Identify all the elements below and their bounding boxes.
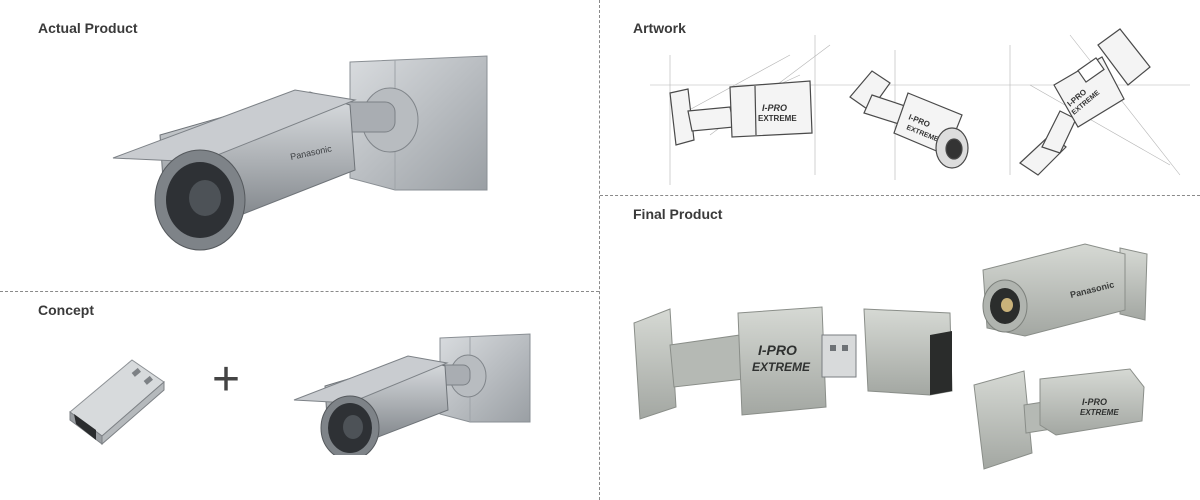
concept-plus-sign: + — [212, 353, 241, 406]
sketch-1-brand-line2: EXTREME — [758, 114, 797, 123]
final-side-brand-line2: EXTREME — [1080, 408, 1119, 417]
final-product-open-usb-image: I-PRO EXTREME — [633, 306, 953, 420]
actual-product-title: Actual Product — [38, 20, 138, 36]
artwork-sketches-image: I-PRO EXTREME I-PRO EXTREME I-PRO EXTREM… — [650, 28, 1190, 185]
final-product-title: Final Product — [633, 206, 723, 222]
final-product-side-view-image: I-PRO EXTREME — [973, 368, 1145, 470]
final-open-brand-line2: EXTREME — [752, 360, 811, 374]
vertical-divider — [599, 0, 600, 500]
actual-product-camera-image: Panasonic — [112, 55, 488, 251]
right-horizontal-divider — [600, 195, 1200, 196]
artwork-title: Artwork — [633, 20, 686, 36]
left-horizontal-divider — [0, 291, 599, 292]
sketch-1-brand-line1: I-PRO — [762, 103, 787, 113]
concept-title: Concept — [38, 302, 94, 318]
final-side-brand-line1: I-PRO — [1082, 397, 1107, 407]
final-open-brand-line1: I-PRO — [758, 342, 797, 358]
concept-camera-image — [293, 333, 531, 455]
concept-usb-stick-image — [69, 359, 165, 446]
final-product-front-view-image: Panasonic — [982, 243, 1148, 337]
